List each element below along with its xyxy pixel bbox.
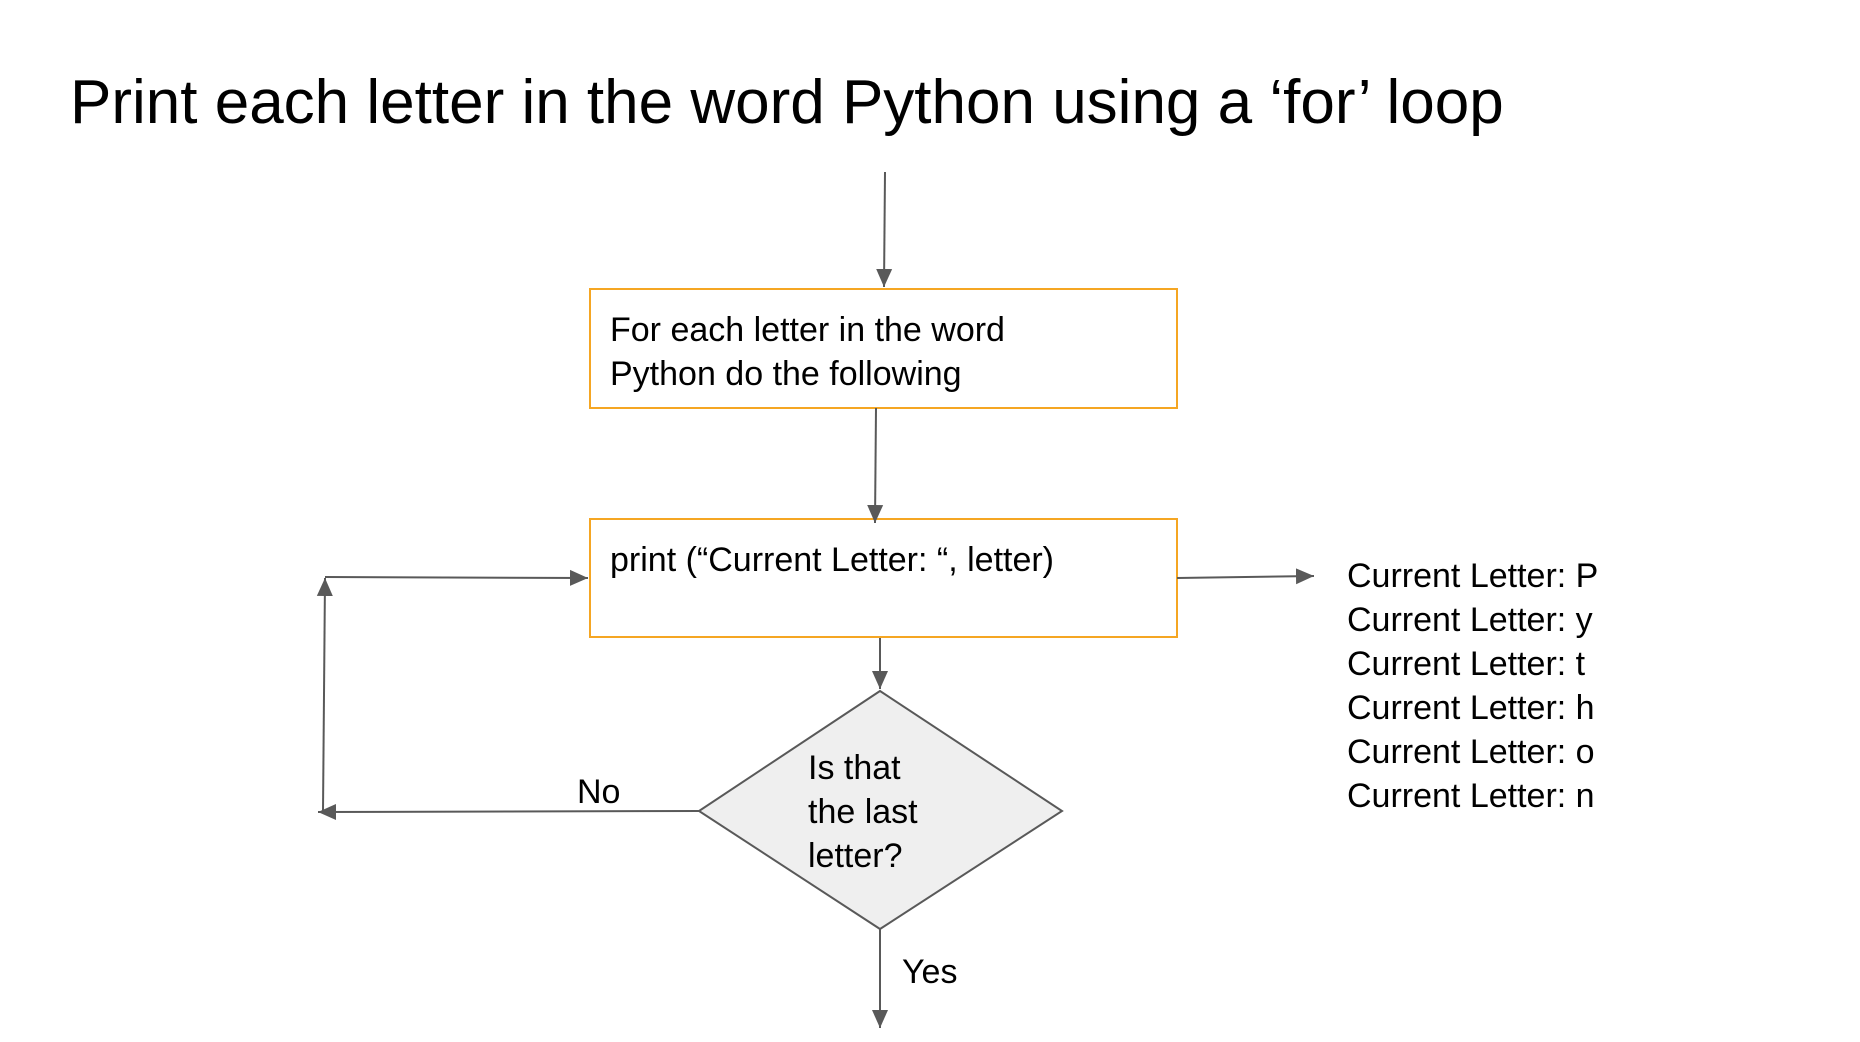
loop-box xyxy=(589,288,1178,409)
decision-line: letter? xyxy=(808,837,903,875)
decision-line: the last xyxy=(808,793,918,831)
loop-box-label: For each letter in the word Python do th… xyxy=(610,308,1005,396)
output-line: Current Letter: n xyxy=(1347,777,1595,815)
arrow-loop-back-right xyxy=(324,569,589,586)
loop-box-line: For each letter in the word xyxy=(610,311,1005,349)
loop-box-line: Python do the following xyxy=(610,355,962,393)
no-label: No xyxy=(577,773,621,811)
arrow-loop-to-print xyxy=(867,407,884,524)
output-line: Current Letter: h xyxy=(1347,689,1595,727)
arrow-no-branch xyxy=(317,803,700,820)
output-line: Current Letter: P xyxy=(1347,557,1599,595)
arrow-entry xyxy=(876,171,893,288)
page-title: Print each letter in the word Python usi… xyxy=(70,68,1504,137)
output-line: Current Letter: o xyxy=(1347,733,1595,771)
print-box-label: print (“Current Letter: “, letter) xyxy=(610,538,1054,582)
output-line: Current Letter: t xyxy=(1347,645,1586,683)
output-list: Current Letter: P Current Letter: y Curr… xyxy=(1347,554,1598,818)
output-line: Current Letter: y xyxy=(1347,601,1593,639)
print-box xyxy=(589,518,1178,638)
yes-label: Yes xyxy=(902,953,958,991)
arrow-loop-back-up xyxy=(316,577,333,812)
print-box-line: print (“Current Letter: “, letter) xyxy=(610,541,1055,579)
decision-line: Is that xyxy=(808,749,901,787)
arrow-print-to-output xyxy=(1176,568,1315,585)
decision-label: Is that the last letter? xyxy=(808,746,918,878)
